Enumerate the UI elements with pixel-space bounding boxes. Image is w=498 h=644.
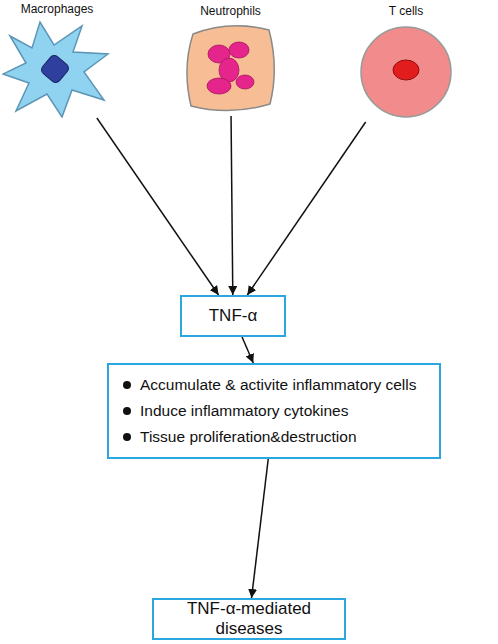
cytokine-box: TNF-α bbox=[180, 295, 286, 337]
cell-label: T cells bbox=[358, 4, 454, 19]
macrophage-node: Macrophages bbox=[2, 2, 112, 118]
t-cell-node: T cells bbox=[358, 4, 454, 122]
disease-box: TNF-α-mediated diseases bbox=[152, 598, 346, 640]
neutrophil-illustration bbox=[183, 20, 278, 116]
bullet-row: Accumulate & activite inflammatory cells bbox=[123, 376, 417, 394]
bullet-text: Induce inflammatory cytokines bbox=[140, 402, 348, 420]
neutrophil-node: Neutrophils bbox=[183, 4, 278, 116]
bullet-dot bbox=[123, 407, 131, 415]
flow-arrow bbox=[247, 122, 365, 295]
t-cell-illustration bbox=[358, 20, 454, 120]
flow-arrow bbox=[252, 459, 269, 598]
flow-arrow bbox=[242, 337, 253, 363]
bullet-text: Accumulate & activite inflammatory cells bbox=[140, 376, 417, 394]
effects-box: Accumulate & activite inflammatory cells… bbox=[107, 363, 441, 459]
macrophage-illustration bbox=[2, 18, 112, 118]
box-text: TNF-α-mediated diseases bbox=[154, 599, 344, 639]
box-text: TNF-α bbox=[209, 306, 258, 326]
cell-label: Macrophages bbox=[2, 2, 112, 17]
bullet-row: Induce inflammatory cytokines bbox=[123, 402, 348, 420]
flow-arrow bbox=[97, 118, 219, 295]
bullet-dot bbox=[123, 381, 131, 389]
bullet-dot bbox=[123, 433, 131, 441]
flow-arrow bbox=[231, 116, 233, 295]
bullet-text: Tissue proliferation&destruction bbox=[140, 428, 357, 446]
bullet-row: Tissue proliferation&destruction bbox=[123, 428, 357, 446]
cell-label: Neutrophils bbox=[183, 4, 278, 19]
